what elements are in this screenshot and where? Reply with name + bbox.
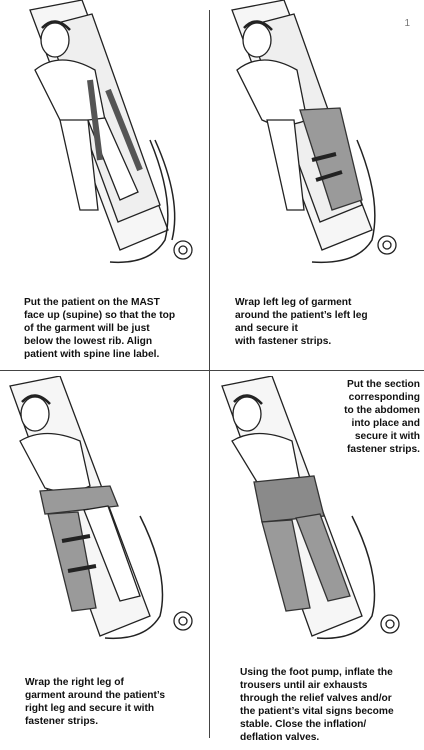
- step-4-illustration: [212, 376, 424, 656]
- corner-mark: 1: [404, 18, 410, 29]
- step-3-caption: Wrap the right leg of garment around the…: [25, 677, 165, 727]
- step-2-illustration: [212, 0, 424, 290]
- step-1-caption: Put the patient on the MAST face up (sup…: [24, 297, 176, 360]
- step-1-illustration: [0, 0, 209, 290]
- horizontal-divider: [0, 370, 424, 371]
- step-4-caption: Put the section corresponding to the abd…: [344, 379, 420, 455]
- vertical-divider: [209, 10, 210, 738]
- step-5-caption: Using the foot pump, inflate the trouser…: [240, 667, 394, 743]
- step-2-caption: Wrap left leg of garment around the pati…: [235, 297, 368, 347]
- step-3-illustration: [0, 376, 209, 656]
